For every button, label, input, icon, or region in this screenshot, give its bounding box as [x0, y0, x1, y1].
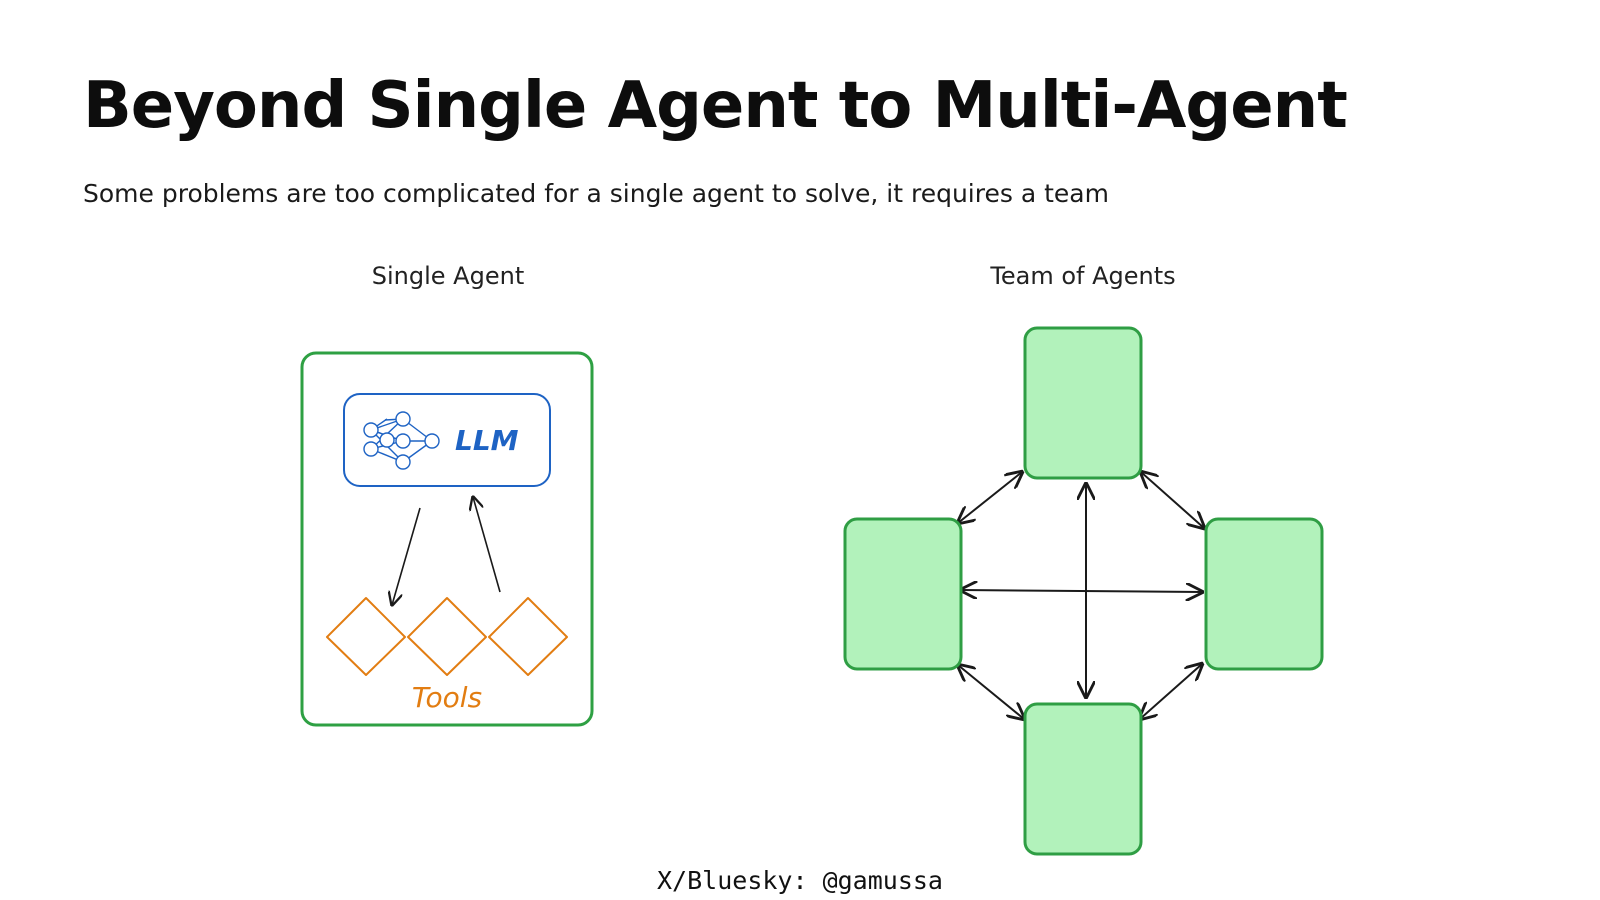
- slide-subtitle: Some problems are too complicated for a …: [83, 179, 1109, 208]
- tools-label: Tools: [412, 681, 482, 714]
- tools-to-llm-arrow: [473, 497, 501, 593]
- agent-box-top: [1023, 326, 1143, 480]
- connector-bottom-left: [958, 665, 1024, 719]
- agent-container-box: [300, 351, 594, 727]
- tool-diamond-1: [326, 597, 406, 676]
- team-of-agents-diagram: [843, 326, 1324, 856]
- tool-diamond-3: [488, 597, 568, 676]
- llm-box: [343, 393, 551, 487]
- single-agent-label: Single Agent: [371, 262, 525, 290]
- agent-box-left: [843, 517, 963, 671]
- connector-bottom-right: [1140, 664, 1202, 719]
- agent-box-bottom: [1023, 702, 1143, 856]
- llm-label: LLM: [455, 424, 519, 457]
- tool-diamond-2: [407, 597, 487, 676]
- neural-network-icon: [363, 411, 440, 470]
- team-of-agents-label: Team of Agents: [990, 262, 1176, 290]
- agent-box-right: [1204, 517, 1324, 671]
- slide-title: Beyond Single Agent to Multi-Agent: [83, 69, 1348, 143]
- tools-group: [326, 597, 568, 676]
- connector-top-left: [958, 472, 1022, 523]
- connector-top-right: [1141, 472, 1204, 528]
- llm-to-tools-arrow: [392, 507, 421, 605]
- social-handle-footer: X/Bluesky: @gamussa: [657, 866, 943, 895]
- single-agent-diagram: LLM Tools: [300, 351, 594, 727]
- connector-left-right: [961, 590, 1202, 592]
